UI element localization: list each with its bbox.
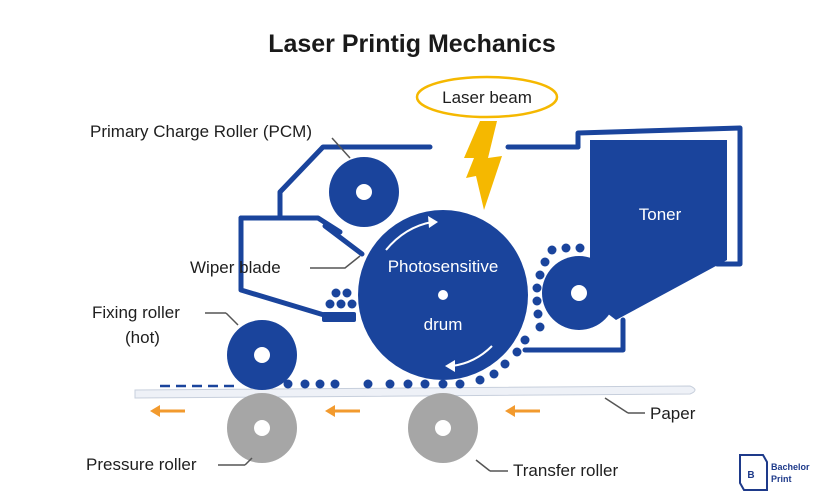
laser-beam: Laser beam: [415, 75, 559, 210]
developer-roller: [542, 256, 616, 330]
bachelorprint-logo-icon: [739, 454, 768, 491]
paper-direction-arrow-icon: [150, 405, 185, 417]
drum-label-line2: drum: [424, 315, 463, 334]
photosensitive-drum: Photosensitive drum: [358, 210, 528, 380]
laser-beam-oval: [415, 75, 559, 119]
fixing-roller-label-line1: Fixing roller: [92, 303, 180, 322]
brand-line1: Bachelor: [771, 462, 810, 472]
rotation-arrow-icon: [385, 221, 433, 251]
paper-direction-arrow-icon: [325, 405, 360, 417]
paper-label: Paper: [650, 404, 696, 423]
printer-housing: [238, 144, 626, 353]
developer-toner-particles: [475, 243, 585, 385]
toner-cartridge: Toner: [575, 125, 743, 320]
paper-sheet: Paper: [134, 384, 696, 423]
pressure-roller: Pressure roller: [86, 393, 297, 474]
drum-label-line1: Photosensitive: [388, 257, 499, 276]
wiper-blade-label: Wiper blade: [190, 258, 281, 277]
bachelorprint-logo: B Bachelor Print: [739, 454, 810, 491]
laser-beam-label: Laser beam: [442, 88, 532, 107]
pressure-roller-label: Pressure roller: [86, 455, 197, 474]
paper-direction-arrow-icon: [505, 405, 540, 417]
transferred-toner-dots: [247, 379, 465, 389]
primary-charge-roller-label: Primary Charge Roller (PCM): [90, 122, 312, 141]
transfer-roller-label: Transfer roller: [513, 461, 619, 480]
lightning-bolt-icon: [464, 121, 502, 210]
diagram-title: Laser Printig Mechanics: [268, 30, 556, 58]
toner-label: Toner: [639, 205, 682, 224]
brand-line2: Print: [771, 474, 792, 484]
transfer-roller: Transfer roller: [408, 393, 619, 480]
rotation-arrow-icon: [451, 345, 493, 367]
fixing-roller-label-line2: (hot): [125, 328, 160, 347]
primary-charge-roller: Primary Charge Roller (PCM): [90, 122, 399, 227]
fixing-roller: Fixing roller (hot): [92, 303, 297, 390]
wiper-blade: Wiper blade: [190, 223, 365, 277]
svg-text:B: B: [747, 470, 754, 481]
paper-direction-arrows: [150, 405, 540, 417]
waste-toner-particles: [322, 288, 357, 322]
